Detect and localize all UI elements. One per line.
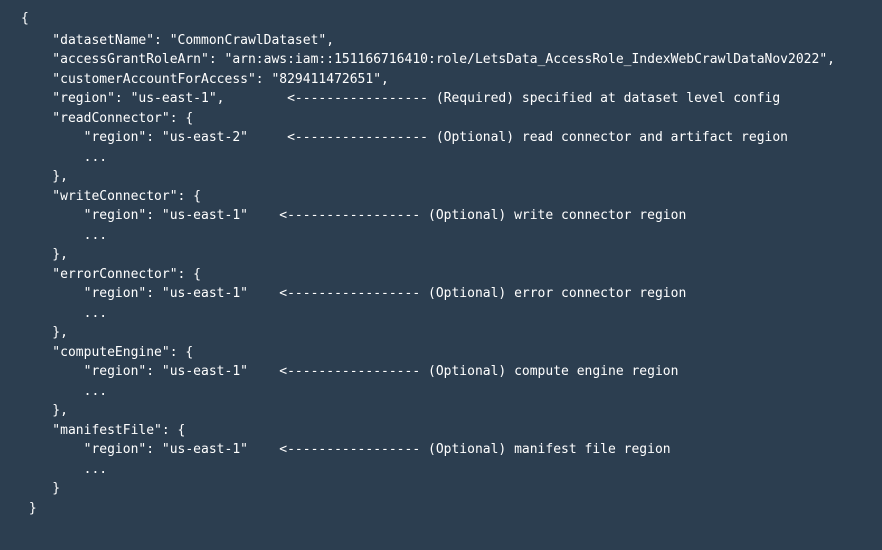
- code-line-8: ...: [21, 149, 108, 165]
- code-line-15: "region": "us-east-1" <-----------------…: [21, 286, 687, 301]
- code-line-24: ...: [21, 461, 108, 477]
- code-block: { "datasetName": "CommonCrawlDataset", "…: [0, 9, 882, 539]
- code-line-6: "readConnector": {: [21, 110, 194, 126]
- code-line-13: },: [21, 247, 68, 262]
- code-line-19: "region": "us-east-1" <-----------------…: [21, 364, 679, 379]
- code-line-11: "region": "us-east-1" <-----------------…: [21, 208, 687, 223]
- code-line-14: "errorConnector": {: [21, 266, 202, 282]
- code-line-16: ...: [21, 305, 108, 321]
- code-line-9: },: [21, 169, 68, 184]
- code-line-2: "datasetName": "CommonCrawlDataset",: [21, 32, 335, 48]
- code-line-23: "region": "us-east-1" <-----------------…: [21, 442, 671, 457]
- code-line-4: "customerAccountForAccess": "82941147265…: [21, 71, 389, 87]
- code-line-10: "writeConnector": {: [21, 188, 202, 204]
- code-line-18: "computeEngine": {: [21, 344, 194, 360]
- code-line-20: ...: [21, 383, 108, 399]
- code-line-12: ...: [21, 227, 108, 243]
- code-line-1: {: [21, 11, 29, 26]
- code-line-7: "region": "us-east-2" <-----------------…: [21, 130, 789, 145]
- code-line-26: }: [21, 500, 37, 516]
- code-line-25: }: [21, 481, 61, 496]
- code-line-22: "manifestFile": {: [21, 422, 186, 438]
- code-line-21: },: [21, 403, 68, 418]
- code-line-5: "region": "us-east-1", <----------------…: [21, 91, 781, 106]
- code-line-17: },: [21, 325, 68, 340]
- code-line-3: "accessGrantRoleArn": "arn:aws:iam::1511…: [21, 52, 835, 67]
